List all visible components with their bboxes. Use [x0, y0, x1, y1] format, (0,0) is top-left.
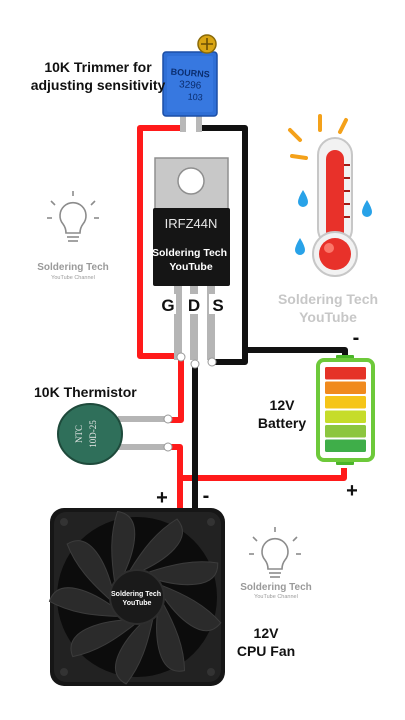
trimmer-brand: BOURNS	[170, 67, 210, 80]
heat-rays	[288, 114, 348, 160]
fan-negative-mark: -	[203, 485, 210, 507]
pin-label-gate: G	[161, 296, 174, 315]
lightbulb-icon	[47, 191, 99, 242]
mosfet-leg-source	[207, 286, 215, 360]
battery-level-bar	[325, 367, 366, 380]
water-drop-icon	[298, 190, 308, 207]
trimmer-potentiometer: BOURNS 3296 103	[162, 34, 218, 132]
water-drop-icon	[362, 200, 372, 217]
fan-blade	[111, 510, 136, 584]
battery-12v	[316, 355, 375, 465]
fan-blade	[115, 617, 154, 685]
fan-label: 12V CPU Fan	[236, 625, 296, 659]
fan-blade	[128, 518, 183, 574]
battery-level-bar	[325, 381, 366, 394]
wire-red-to-battery-pos	[180, 468, 347, 481]
battery-level-bar	[325, 439, 366, 452]
wire-red-thermistor-to-fan	[168, 444, 183, 515]
pin-label-source: S	[212, 296, 223, 315]
mosfet-part-number: IRFZ44N	[165, 216, 218, 231]
battery-positive-mark: +	[346, 480, 358, 502]
mosfet-leg-drain	[190, 286, 198, 360]
mosfet-irfz44n: IRFZ44N Soldering Tech YouTube G D S	[152, 157, 230, 369]
watermark-bottom-subtitle: YouTube Channel	[254, 594, 298, 600]
fan-blade	[146, 561, 219, 586]
battery-level-bar	[325, 410, 366, 423]
mosfet-leg-gate	[174, 286, 182, 360]
fan-blades	[48, 510, 222, 685]
wire-black-to-battery-neg	[245, 347, 348, 358]
cpu-fan: Soldering Tech YouTube	[48, 508, 225, 686]
mosfet-brand-text: Soldering Tech YouTube	[152, 247, 230, 273]
wire-red-trimmer-to-gate	[137, 125, 184, 423]
trimmer-value: 103	[187, 91, 203, 102]
watermark-bottom-title: Soldering Tech	[240, 582, 312, 593]
battery-level-bar	[325, 425, 366, 438]
fan-blade	[48, 587, 121, 617]
pin-label-drain: D	[188, 296, 200, 315]
watermark-right-big: Soldering Tech YouTube	[277, 291, 379, 325]
water-drop-icon	[295, 238, 305, 255]
ntc-line1: NTC	[74, 425, 84, 443]
fan-blade	[70, 619, 137, 658]
battery-negative-mark: -	[353, 327, 360, 349]
fan-positive-mark: +	[156, 487, 168, 509]
fan-blade	[156, 601, 186, 672]
wires	[137, 125, 348, 515]
thermistor-label: 10K Thermistor	[34, 384, 137, 400]
trimmer-label: 10K Trimmer for adjusting sensitivity	[30, 59, 166, 93]
lightbulb-icon	[249, 527, 301, 578]
thermometer-icon	[288, 114, 372, 277]
mosfet-mounting-hole	[177, 167, 205, 195]
fan-hub-text: Soldering Tech YouTube	[111, 591, 163, 607]
wire-black-trimmer-to-source	[198, 125, 248, 365]
ntc-line2: 10D-25	[88, 420, 98, 448]
battery-level-bars	[325, 367, 366, 452]
battery-label: 12V Battery	[257, 397, 307, 431]
fan-blade	[159, 584, 222, 632]
trimmer-model: 3296	[179, 79, 202, 92]
watermark-left-title: Soldering Tech	[37, 262, 109, 273]
watermark-left-subtitle: YouTube Channel	[51, 275, 95, 281]
ntc-thermistor: NTC 10D-25	[57, 403, 173, 465]
battery-level-bar	[325, 396, 366, 409]
fan-blade	[66, 540, 114, 602]
